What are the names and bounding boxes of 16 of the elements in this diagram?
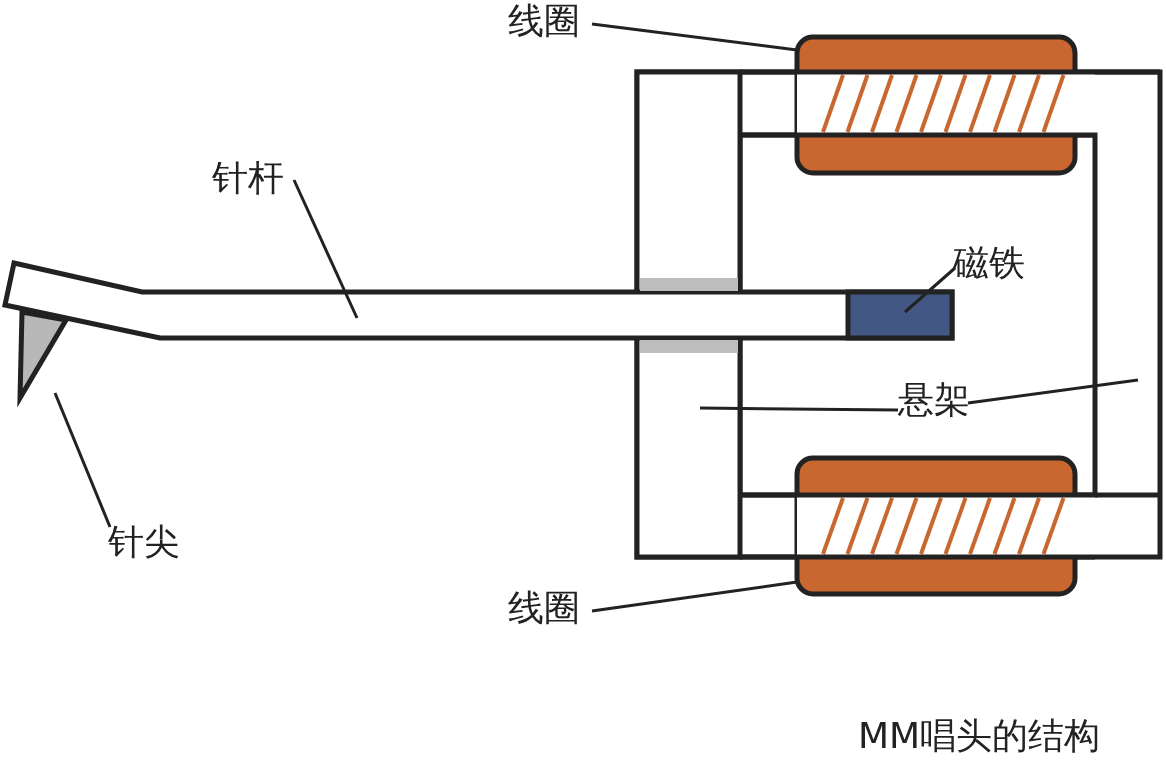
leader-line	[53, 392, 112, 528]
part-label: 针尖	[108, 521, 180, 563]
leader-line	[700, 406, 898, 412]
diagram-caption: MM唱头的结构	[858, 714, 1101, 758]
part-label: 磁铁	[953, 242, 1025, 284]
magnet-block	[845, 289, 955, 341]
part-label: 针杆	[212, 157, 284, 199]
part-label: 线圈	[508, 587, 580, 629]
leader-line	[591, 580, 798, 613]
leader-line	[292, 179, 359, 319]
leader-line	[591, 22, 798, 52]
stylus-tip	[17, 309, 70, 408]
part-label: 线圈	[508, 0, 580, 42]
part-label: 悬架	[898, 379, 970, 421]
leader-line	[967, 378, 1139, 405]
leader-line	[904, 266, 956, 314]
